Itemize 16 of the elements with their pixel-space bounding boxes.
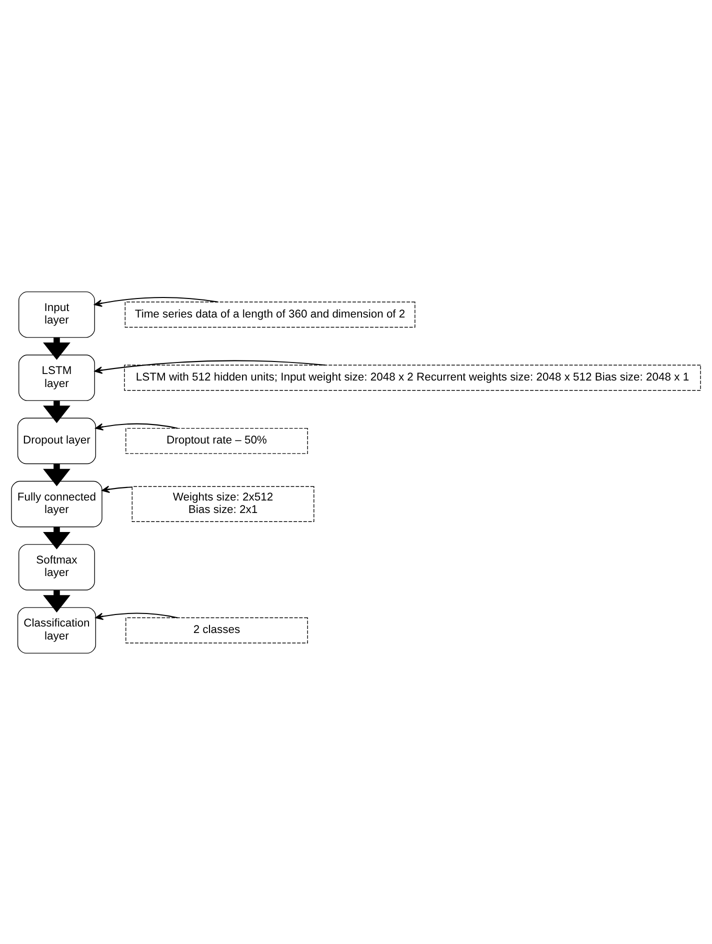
node-box: Droptout rate – 50% [125, 427, 308, 454]
arrow [94, 360, 326, 374]
node-box: Classification layer [17, 606, 96, 654]
node-box: LSTM with 512 hidden units; Input weight size: 2048 x 2 Recurrent weights size: 2048 x 512 Bias size: 2048 x 1 [124, 364, 701, 390]
arrow [102, 485, 132, 492]
node-box: LSTM layer [18, 354, 95, 400]
node-box: Dropout layer [17, 417, 96, 464]
arrow [94, 296, 218, 306]
node-box: 2 classes [125, 616, 308, 643]
node-box: Time series data of a length of 360 and dimension of 2 [124, 301, 416, 328]
arrow [95, 612, 178, 620]
node-box: Input layer [18, 290, 95, 338]
node-box: Weights size: 2x512 Bias size: 2x1 [132, 486, 314, 522]
node-box: Fully connected layer [11, 480, 102, 527]
node-box: Softmax layer [18, 544, 95, 590]
arrow [95, 422, 178, 430]
